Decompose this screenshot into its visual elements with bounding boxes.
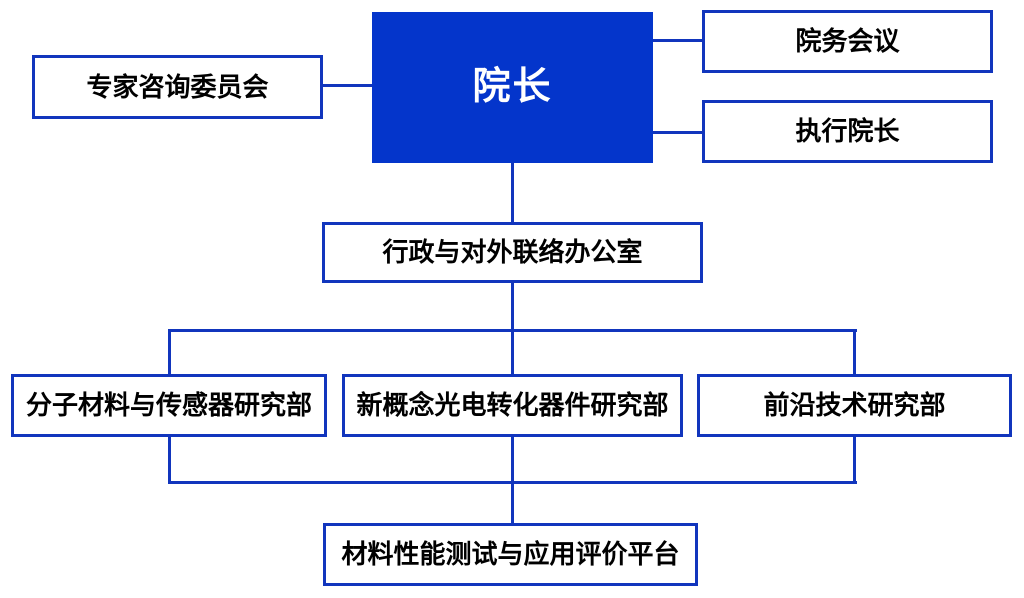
node-advisory-committee-label: 专家咨询委员会 <box>86 71 269 102</box>
node-admin-office-label: 行政与对外联络办公室 <box>382 237 643 268</box>
node-admin-office: 行政与对外联络办公室 <box>322 222 703 283</box>
connector-stub-upper-center <box>511 329 514 375</box>
connector-stub-lower-left <box>168 437 171 483</box>
connector-dean-office <box>511 163 514 223</box>
node-dept-photoelectric-devices-label: 新概念光电转化器件研究部 <box>356 390 669 421</box>
node-council-meeting: 院务会议 <box>702 10 993 73</box>
node-council-meeting-label: 院务会议 <box>795 26 900 57</box>
node-advisory-committee: 专家咨询委员会 <box>32 55 323 119</box>
connector-bus-platform <box>511 481 514 524</box>
connector-stub-upper-left <box>168 329 171 375</box>
node-testing-platform-label: 材料性能测试与应用评价平台 <box>341 539 680 570</box>
node-dept-frontier-technology: 前沿技术研究部 <box>697 374 1012 437</box>
connector-stub-upper-right <box>853 329 856 375</box>
node-executive-dean-label: 执行院长 <box>795 116 900 147</box>
connector-dean-advisory <box>322 84 372 87</box>
connector-stub-lower-center <box>511 437 514 483</box>
node-dean: 院长 <box>372 12 653 163</box>
connector-office-bus <box>511 283 514 331</box>
connector-dean-executive <box>653 131 703 134</box>
node-dept-molecular-materials: 分子材料与传感器研究部 <box>11 374 327 437</box>
node-dean-label: 院长 <box>472 65 553 108</box>
connector-dean-council <box>653 39 703 42</box>
node-dept-frontier-technology-label: 前沿技术研究部 <box>763 390 946 421</box>
node-dept-photoelectric-devices: 新概念光电转化器件研究部 <box>342 374 683 437</box>
node-executive-dean: 执行院长 <box>702 100 993 163</box>
node-testing-platform: 材料性能测试与应用评价平台 <box>323 523 698 586</box>
connector-stub-lower-right <box>853 437 856 483</box>
node-dept-molecular-materials-label: 分子材料与传感器研究部 <box>25 390 312 421</box>
